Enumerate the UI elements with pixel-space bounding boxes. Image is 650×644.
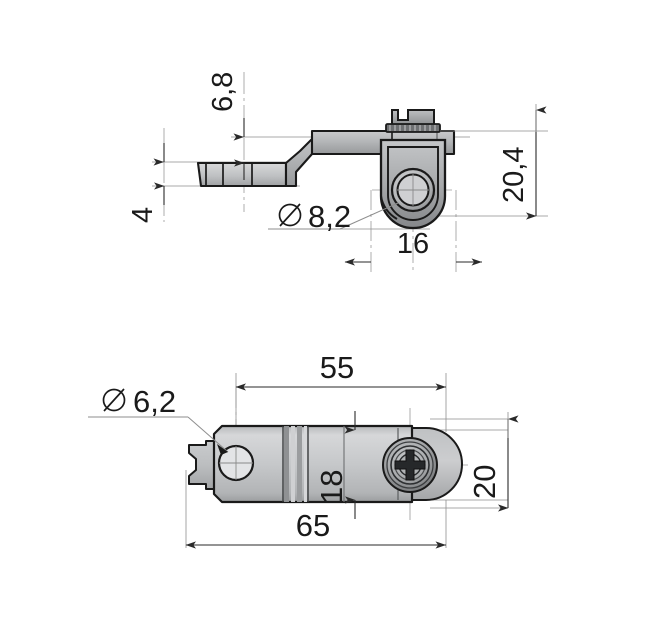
dim-16: 16 (344, 228, 482, 266)
mounting-hole-centermark (219, 446, 253, 480)
dim-dia-8-2-label: 8,2 (308, 199, 351, 234)
dim-6-8: 6,8 (207, 72, 245, 180)
bracket-arm-flat (196, 161, 288, 188)
clamp-ring-inner-outline (387, 146, 439, 221)
side-view: 6,8 4 20,4 16 8,2 (127, 72, 548, 272)
dim-16-label: 16 (397, 228, 429, 260)
bracket-arm-segment-lines (205, 163, 253, 186)
dim-4-label: 4 (127, 207, 159, 223)
phillips-cross-slot (394, 449, 426, 481)
dim-65-label: 65 (296, 508, 330, 543)
dim-6-8-label: 6,8 (207, 72, 239, 112)
diameter-icon-8-2 (278, 203, 302, 227)
leader-arrow-6-2 (217, 444, 228, 455)
cross-recess-screw-head (382, 437, 438, 493)
dim-55-label: 55 (320, 350, 354, 385)
dim-20: 20 (467, 412, 519, 512)
dim-dia-8-2: 8,2 (268, 199, 399, 234)
dim-4: 4 (127, 143, 165, 223)
dim-20-4-label: 20,4 (498, 147, 530, 203)
dim-55: 55 (235, 350, 446, 391)
dim-dia-6-2-label: 6,2 (133, 384, 176, 419)
dim-20-label: 20 (467, 465, 502, 499)
knurled-washer (385, 123, 441, 133)
dim-18-label: 18 (314, 470, 349, 504)
top-view: 6,2 55 65 18 20 (88, 350, 519, 549)
clamp-bore-centermark (397, 174, 429, 206)
bracket-plate (212, 424, 414, 504)
dim-20-4: 20,4 (440, 104, 548, 220)
clamp-ring-gap-arc (380, 195, 398, 220)
rib-grooves (282, 426, 309, 502)
dim-18: 18 (314, 411, 356, 519)
slotted-set-screw-head (391, 109, 435, 126)
knurl-teeth (389, 125, 436, 131)
dim-65: 65 (185, 508, 446, 549)
locating-tab (188, 440, 215, 490)
diameter-icon-6-2 (102, 388, 126, 412)
dim-dia-6-2: 6,2 (88, 384, 229, 455)
